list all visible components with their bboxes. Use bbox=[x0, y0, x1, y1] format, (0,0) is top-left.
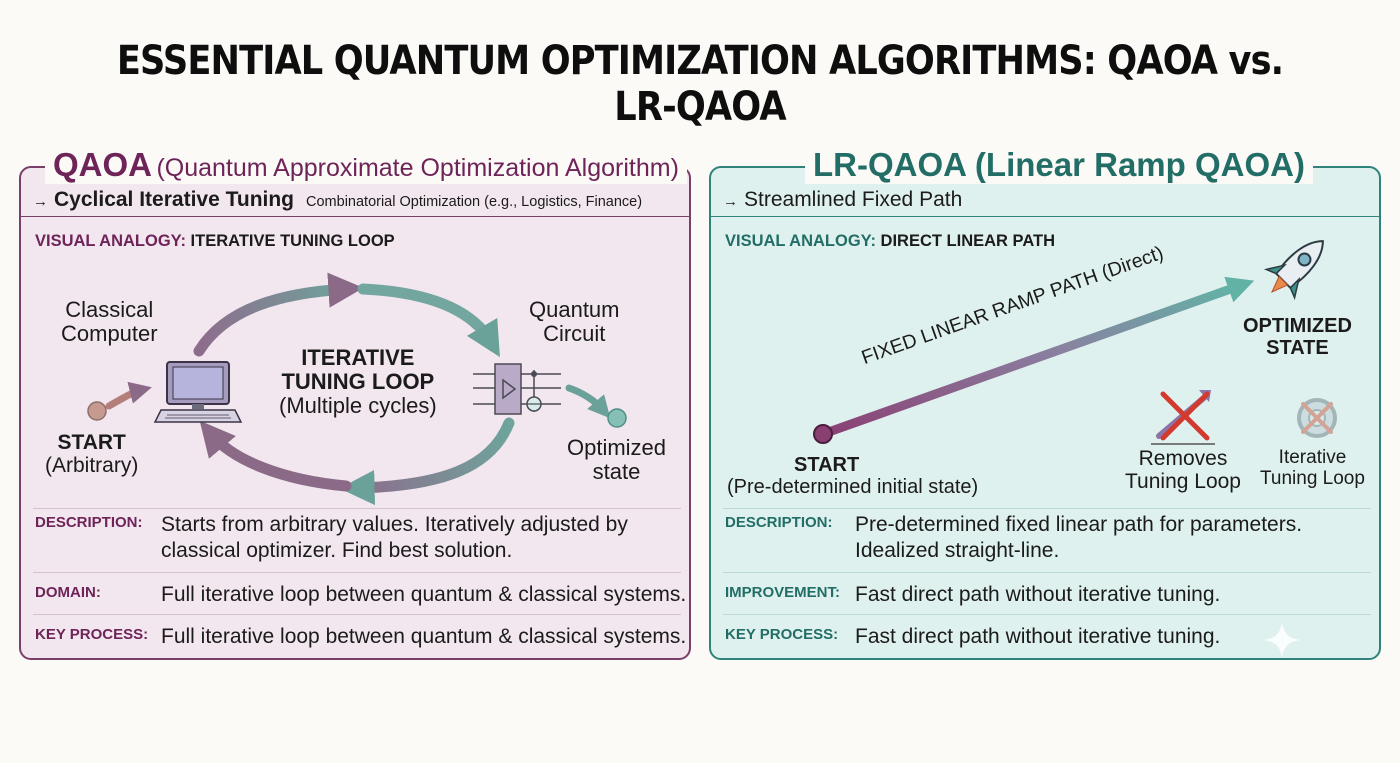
arrow-right-icon: → bbox=[33, 193, 48, 210]
qaoa-subheader: → Cyclical Iterative Tuning Combinatorial … bbox=[33, 188, 681, 212]
start-node bbox=[87, 401, 107, 421]
lrqaoa-name: LR-QAOA (Linear Ramp QAOA) bbox=[813, 146, 1305, 183]
loop-icon bbox=[1297, 398, 1337, 438]
lrqaoa-panel-title: LR-QAOA (Linear Ramp QAOA) bbox=[805, 146, 1313, 184]
loop-sub-label: (Multiple cycles) bbox=[279, 392, 437, 418]
qaoa-full-name: (Quantum Approximate Optimization Algori… bbox=[156, 154, 679, 182]
lrqaoa-subheader: → Streamlined Fixed Path bbox=[723, 188, 1371, 212]
start-label: START (Pre-determined initial state) bbox=[727, 454, 979, 498]
lrqaoa-path-diagram bbox=[813, 240, 1337, 445]
lrqaoa-panel: LR-QAOA (Linear Ramp QAOA) → Streamlined … bbox=[709, 146, 1381, 660]
start-label: START (Arbitrary) bbox=[45, 431, 139, 477]
analogy-value: ITERATIVE TUNING LOOP bbox=[190, 232, 395, 250]
qaoa-name: QAOA bbox=[53, 146, 152, 183]
loop-arrow-top-left bbox=[193, 272, 364, 357]
sparkle-icon bbox=[1264, 622, 1300, 658]
start-arrow bbox=[105, 381, 152, 410]
rocket-icon bbox=[1263, 240, 1324, 301]
start-node bbox=[813, 424, 833, 444]
optimized-node bbox=[607, 408, 627, 428]
lrqaoa-tagline: Streamlined Fixed Path bbox=[744, 188, 963, 211]
analogy-label: VISUAL ANALOGY: bbox=[725, 232, 876, 250]
page-title: ESSENTIAL QUANTUM OPTIMIZATION ALGORITHM… bbox=[116, 38, 1284, 130]
qaoa-loop-diagram bbox=[87, 272, 627, 506]
quantum-circuit-icon bbox=[473, 363, 561, 415]
analogy-label: VISUAL ANALOGY: bbox=[35, 232, 186, 250]
lrqaoa-row-description: DESCRIPTION: Pre-determined fixed linear… bbox=[725, 513, 1303, 562]
loop-arrow-bottom-left bbox=[199, 420, 352, 492]
qaoa-details: DESCRIPTION: Starts from arbitrary value… bbox=[33, 508, 686, 648]
divider bbox=[21, 216, 689, 217]
loop-arrow-top-right bbox=[357, 283, 500, 358]
linear-ramp-arrow bbox=[818, 276, 1255, 439]
divider bbox=[711, 216, 1379, 217]
lrqaoa-analogy: VISUAL ANALOGY: DIRECT LINEAR PATH bbox=[725, 232, 1055, 251]
lrqaoa-details: DESCRIPTION: Pre-determined fixed linear… bbox=[723, 508, 1371, 648]
red-x-icon bbox=[1151, 390, 1215, 445]
arrow-right-icon: → bbox=[723, 193, 738, 210]
loop-arrow-bottom-right bbox=[339, 417, 515, 506]
computer-icon bbox=[153, 361, 243, 423]
qaoa-panel: QAOA (Quantum Approximate Optimization A… bbox=[19, 146, 691, 660]
qaoa-tagline: Cyclical Iterative Tuning bbox=[54, 188, 295, 211]
qaoa-application: Combinatorial Optimization (e.g., Logist… bbox=[306, 194, 643, 210]
qaoa-row-description: DESCRIPTION: Starts from arbitrary value… bbox=[35, 513, 628, 562]
qaoa-analogy: VISUAL ANALOGY: ITERATIVE TUNING LOOP bbox=[35, 232, 395, 251]
analogy-value: DIRECT LINEAR PATH bbox=[880, 232, 1056, 250]
optimized-arrow bbox=[565, 384, 611, 419]
qaoa-panel-title: QAOA (Quantum Approximate Optimization A… bbox=[45, 146, 687, 184]
